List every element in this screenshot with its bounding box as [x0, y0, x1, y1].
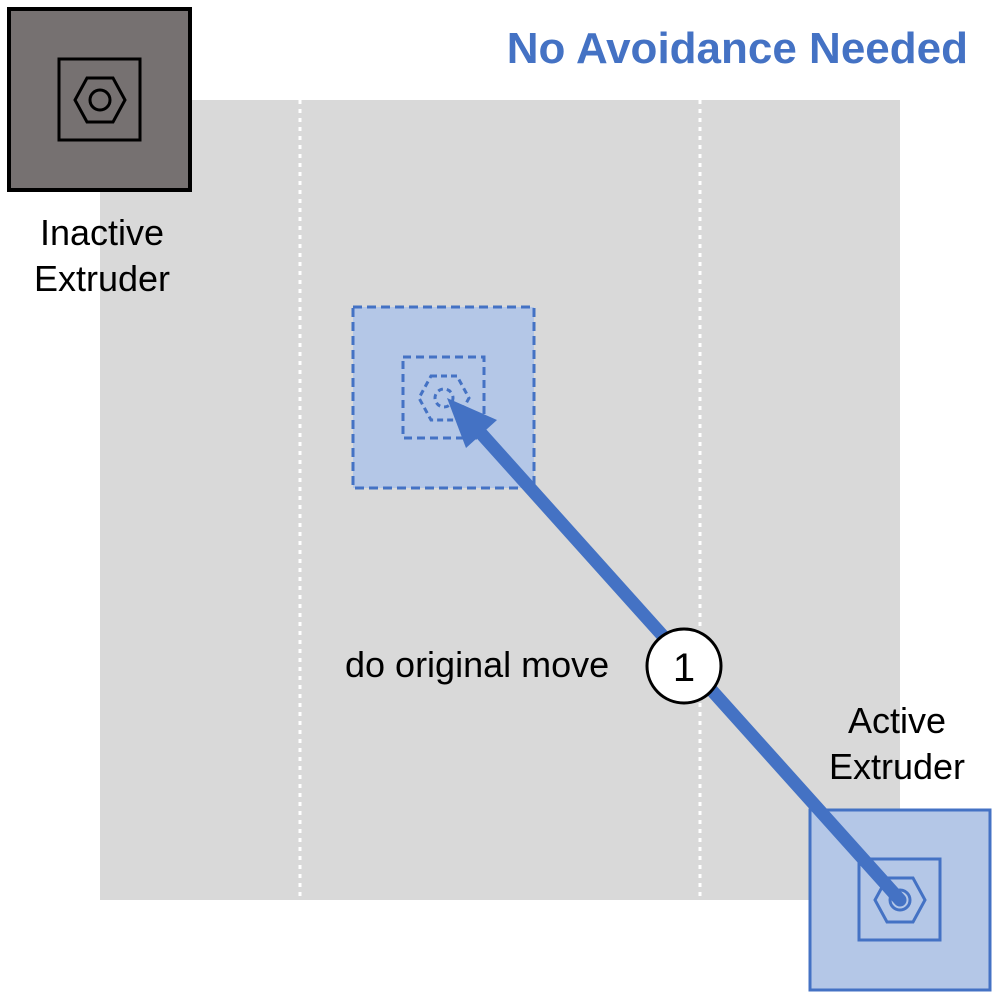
inactive-extruder-label-line2: Extruder: [33, 258, 171, 299]
inactive-extruder: [7, 7, 192, 192]
nozzle-hex-icon: [873, 876, 927, 924]
inactive-extruder-label: Inactive Extruder: [2, 210, 202, 302]
print-bed: [100, 100, 900, 900]
step-number: 1: [673, 646, 695, 690]
move-label: do original move: [345, 644, 610, 685]
diagram-title: No Avoidance Needed: [506, 24, 968, 73]
step-marker: 1: [645, 627, 723, 705]
inactive-extruder-label-line1: Inactive: [39, 212, 165, 253]
active-extruder-label-line1: Active: [847, 700, 947, 741]
nozzle-hex-icon: [417, 374, 471, 422]
nozzle-hex-icon: [73, 76, 127, 124]
active-extruder-label-line2: Extruder: [828, 746, 966, 787]
active-extruder-label: Active Extruder: [797, 698, 997, 790]
